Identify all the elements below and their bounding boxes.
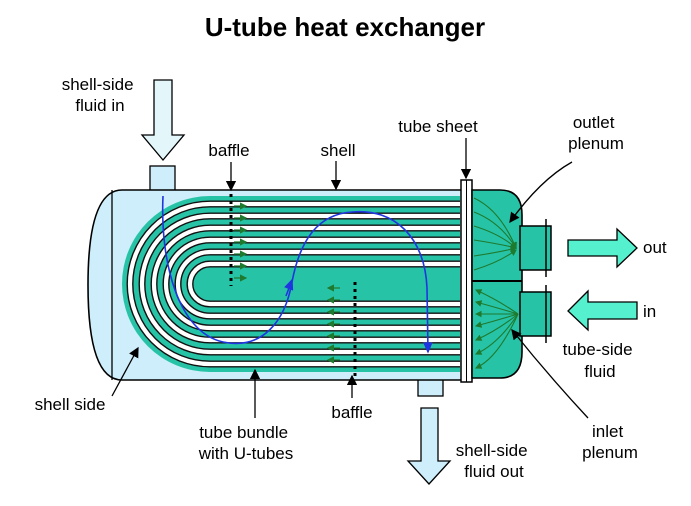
shell-flow-arrow — [284, 278, 294, 297]
label-shell-side: shell side — [35, 395, 106, 414]
label-baffle-bottom: baffle — [331, 403, 372, 422]
leader-inlet-plenum — [511, 328, 589, 419]
inlet-plenum-flow — [474, 289, 519, 369]
label-tube-bundle: tube bundle with U-tubes — [198, 423, 293, 463]
label-tube-sheet: tube sheet — [398, 117, 478, 136]
baffle-bottom-flow — [326, 284, 340, 364]
baffle-top-flow — [234, 202, 248, 282]
label-outlet-plenum: outlet plenum — [568, 113, 624, 153]
leader-outlet-plenum — [509, 161, 573, 224]
label-baffle-top: baffle — [208, 141, 249, 160]
outlet-plenum-flow — [473, 197, 518, 271]
shell-fluid-in-arrow — [140, 79, 186, 162]
tube-outlet-nozzle — [519, 225, 552, 271]
shell-fluid-out-arrow — [406, 407, 452, 485]
label-shell-side-fluid-out: shell-side fluid out — [456, 441, 533, 481]
diagram-title: U-tube heat exchanger — [205, 12, 485, 42]
label-shell-side-fluid-in: shell-side fluid in — [62, 75, 139, 115]
tube-inlet-nozzle — [519, 291, 552, 337]
label-tube-side-fluid: tube-side fluid — [563, 340, 638, 381]
label-inlet-plenum: inlet plenum — [582, 422, 638, 462]
label-out: out — [643, 238, 667, 257]
label-shell: shell — [321, 141, 356, 160]
tube-fluid-in-arrow — [567, 289, 638, 332]
tube-fluid-out-arrow — [567, 227, 638, 269]
label-in: in — [643, 302, 656, 321]
leader-shell-side — [111, 346, 139, 397]
